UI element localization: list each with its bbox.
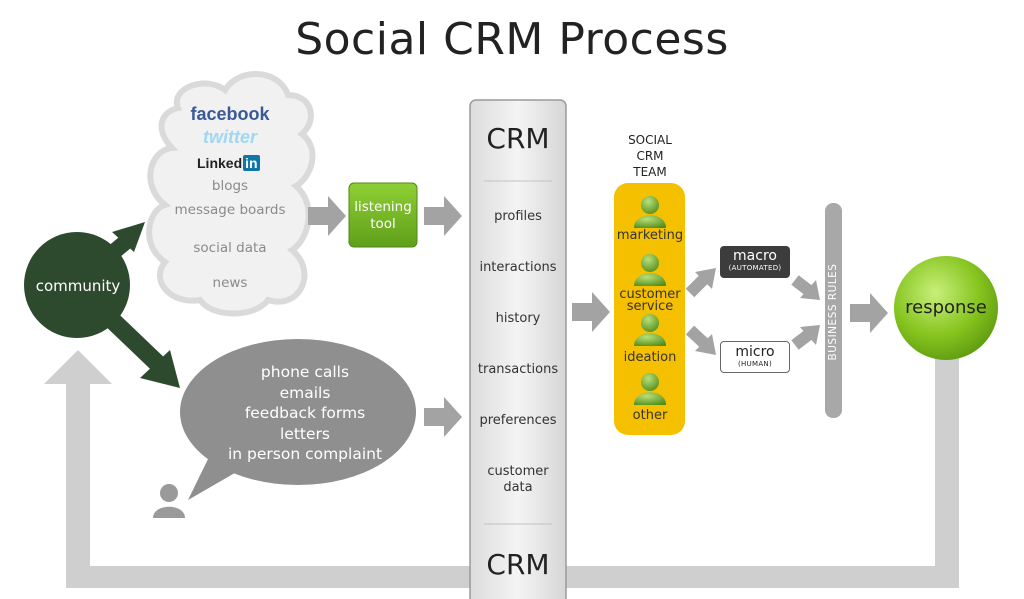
crm-item-preferences: preferences (479, 413, 557, 428)
twitter-logo: twitter (203, 127, 257, 147)
response-node (894, 256, 998, 360)
team-role-ideation: ideation (623, 350, 677, 365)
community-arrow-up (104, 222, 145, 262)
response-label: response (905, 297, 987, 318)
micro-box: micro (HUMAN) (720, 341, 790, 373)
micro-label: micro (735, 344, 775, 360)
cloud-item-social-data: social data (193, 240, 267, 256)
offline-channels-bubble (180, 339, 416, 500)
listening-tool-box (348, 182, 418, 248)
community-arrow-down (105, 313, 180, 388)
social-crm-team-label: SOCIAL CRM TEAM (628, 133, 672, 179)
channel-item: letters (280, 424, 330, 443)
listening-tool-label: listening tool (354, 199, 412, 232)
macro-label: macro (733, 248, 777, 264)
social-media-cloud (146, 71, 316, 317)
channel-item: in person complaint (227, 445, 383, 463)
social-crm-team-box (614, 183, 685, 435)
arrow-tool-to-crm (424, 196, 462, 236)
team-person-icon-1 (634, 196, 666, 228)
macro-sublabel: (AUTOMATED) (728, 264, 782, 272)
linkedin-logo-text: Linked (197, 155, 243, 171)
person-icon (153, 484, 185, 518)
arrow-team-to-micro (685, 325, 716, 355)
crm-top-label: CRM (486, 122, 550, 155)
macro-box: macro (AUTOMATED) (720, 246, 790, 278)
channel-item: feedback forms (244, 404, 366, 422)
business-rules-bar (825, 203, 842, 418)
crm-item-customer-data: customer data (487, 464, 549, 495)
micro-sublabel: (HUMAN) (737, 360, 772, 368)
arrow-bubble-to-crm (424, 397, 462, 437)
team-person-icon-3 (634, 314, 666, 346)
team-role-marketing: marketing (616, 228, 684, 243)
page-title: Social CRM Process (295, 14, 729, 65)
channel-item: emails (279, 383, 331, 402)
team-role-customer-service: customer service (619, 287, 681, 314)
community-node (24, 232, 130, 338)
arrow-crm-to-team (572, 292, 610, 332)
crm-item-history: history (495, 311, 541, 326)
linkedin-logo-badge: in (243, 155, 260, 171)
channel-item: phone calls (260, 363, 350, 381)
arrow-team-to-macro (685, 268, 716, 298)
crm-bar (469, 99, 567, 599)
channel-list: phone calls emails feedback forms letter… (185, 362, 425, 465)
arrow-cloud-to-tool (308, 196, 346, 236)
cloud-item-blogs: blogs (211, 178, 249, 194)
team-role-other: other (632, 408, 668, 423)
team-person-icon-4 (634, 373, 666, 405)
crm-item-interactions: interactions (479, 260, 557, 275)
business-rules-label: BUSINESS RULES (827, 263, 839, 361)
arrow-macro-to-rules (791, 275, 820, 300)
arrow-rules-to-response (850, 293, 888, 333)
arrow-micro-to-rules (791, 325, 820, 350)
crm-bottom-label: CRM (486, 548, 550, 581)
community-label: community (35, 277, 121, 295)
cloud-item-news: news (212, 275, 248, 291)
cloud-item-message-boards: message boards (174, 202, 286, 218)
facebook-logo: facebook (190, 104, 270, 124)
team-person-icon-2 (634, 254, 666, 286)
crm-item-profiles: profiles (494, 209, 542, 224)
crm-item-transactions: transactions (477, 362, 559, 377)
